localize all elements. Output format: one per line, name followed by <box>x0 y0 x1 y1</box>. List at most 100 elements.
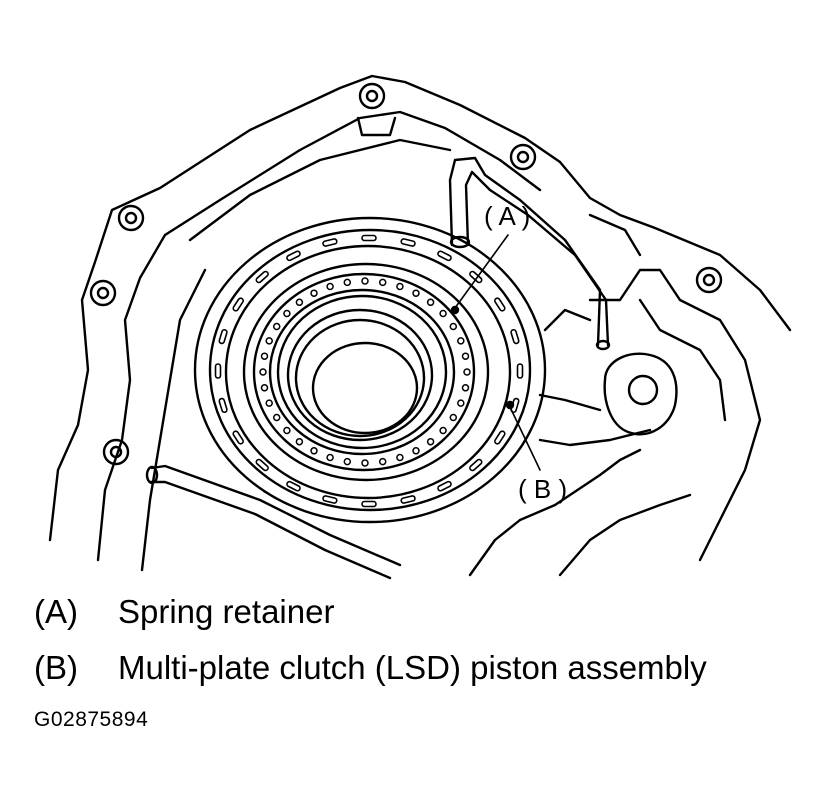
bolt-hole-lower-left <box>102 438 130 466</box>
bolt-hole-right <box>695 266 723 294</box>
legend-key-b: (B) <box>34 649 78 686</box>
bolt-hole-upper-right <box>509 143 537 171</box>
middle-ring-1 <box>242 262 490 482</box>
ring-slot <box>494 297 506 312</box>
oil-pipe-left <box>150 464 402 567</box>
ring-hole <box>272 322 281 331</box>
ring-hole <box>396 282 404 291</box>
ring-hole <box>378 278 387 287</box>
oil-pipe-right <box>448 156 602 347</box>
ring-hole <box>449 322 458 331</box>
ring-hole <box>272 413 281 422</box>
figure-id: G02875894 <box>34 708 149 731</box>
ring-hole <box>343 457 352 466</box>
ring-hole <box>260 384 269 392</box>
ring-hole <box>457 399 465 407</box>
ring-hole <box>361 277 369 285</box>
ring-hole <box>412 289 420 297</box>
ring-hole <box>343 278 352 287</box>
legend-description-a: Spring retainer <box>118 593 335 630</box>
outer-ring-3 <box>224 244 512 500</box>
middle-ring-2 <box>252 272 476 472</box>
ring-slot <box>218 397 228 414</box>
ring-slot <box>510 328 520 345</box>
ring-slot <box>214 363 222 379</box>
callout-b-label: ( B ) <box>518 474 567 504</box>
ring-slot <box>286 250 301 262</box>
ring-slot <box>469 270 483 284</box>
bolt-hole-top <box>358 82 386 110</box>
legend-description-b: Multi-plate clutch (LSD) piston assembly <box>118 649 707 686</box>
ring-hole <box>326 282 334 291</box>
ring-slot <box>232 297 244 312</box>
transmission-case-illustration: ( A ) ( B ) <box>48 74 792 580</box>
ring-hole <box>426 298 435 307</box>
ring-hole <box>326 453 334 462</box>
ring-hole <box>283 426 291 435</box>
housing-top-boss <box>356 116 397 137</box>
bolt-holes <box>89 82 723 466</box>
clutch-piston-assembly <box>193 216 547 524</box>
ring-hole <box>439 309 447 318</box>
ring-slot <box>437 250 452 262</box>
legend-item-b: (B) Multi-plate clutch (LSD) piston asse… <box>34 648 824 704</box>
callout-a-leader <box>454 234 509 309</box>
ring-slot <box>361 500 377 508</box>
ring-slot <box>494 430 506 445</box>
legend-key-a: (A) <box>34 593 78 630</box>
ring-slot <box>255 458 269 472</box>
ring-hole <box>310 289 318 297</box>
ring-hole <box>378 457 387 466</box>
ring-hole <box>283 309 291 318</box>
ring-slot <box>361 234 377 242</box>
ring-slot <box>218 328 228 345</box>
ring-slot <box>437 480 452 492</box>
bore-ring-3 <box>311 341 419 435</box>
ring-hole <box>310 447 318 455</box>
outer-ring-2 <box>208 228 532 512</box>
ring-hole <box>439 426 447 435</box>
ring-hole <box>457 337 465 345</box>
ring-slot <box>400 238 416 247</box>
callout-b-leader <box>509 406 541 471</box>
ring-slot <box>469 458 483 472</box>
ring-slot <box>322 238 338 247</box>
outer-ring-1 <box>193 216 547 524</box>
ring-hole <box>412 447 420 455</box>
ring-hole <box>295 437 304 446</box>
housing-outer-outline <box>48 74 792 542</box>
ring-hole <box>426 437 435 446</box>
callout-a-label: ( A ) <box>484 201 530 231</box>
ring-holes <box>259 277 471 467</box>
ring-hole <box>265 399 273 407</box>
ring-hole <box>463 368 471 376</box>
ring-slot <box>255 270 269 284</box>
housing-right-contour <box>588 268 762 562</box>
ring-hole <box>361 459 369 467</box>
housing-inner-outline <box>96 110 542 562</box>
housing-left-contour <box>140 268 207 572</box>
ring-hole <box>260 352 269 360</box>
bore-ring-1 <box>286 308 434 442</box>
inner-ring-2 <box>276 294 448 450</box>
housing-top-contour <box>188 138 452 242</box>
bolt-hole-left <box>89 279 117 307</box>
legend: (A) Spring retainer (B) Multi-plate clut… <box>34 592 824 704</box>
inner-ring-1 <box>268 288 456 456</box>
ring-hole <box>449 413 458 422</box>
ring-slot <box>286 480 301 492</box>
ring-slots <box>214 234 524 508</box>
ring-hole <box>461 352 470 360</box>
ring-hole <box>259 368 267 376</box>
ring-hole <box>396 453 404 462</box>
bolt-hole-upper-left <box>117 204 145 232</box>
ring-hole <box>461 384 470 392</box>
ring-hole <box>265 337 273 345</box>
legend-item-a: (A) Spring retainer <box>34 592 824 648</box>
ring-slot <box>516 363 524 379</box>
ring-slot <box>322 495 338 504</box>
right-mounting-boss <box>603 352 678 436</box>
bore-ring-2 <box>294 318 426 438</box>
ring-slot <box>400 495 416 504</box>
ring-slot <box>232 430 244 445</box>
